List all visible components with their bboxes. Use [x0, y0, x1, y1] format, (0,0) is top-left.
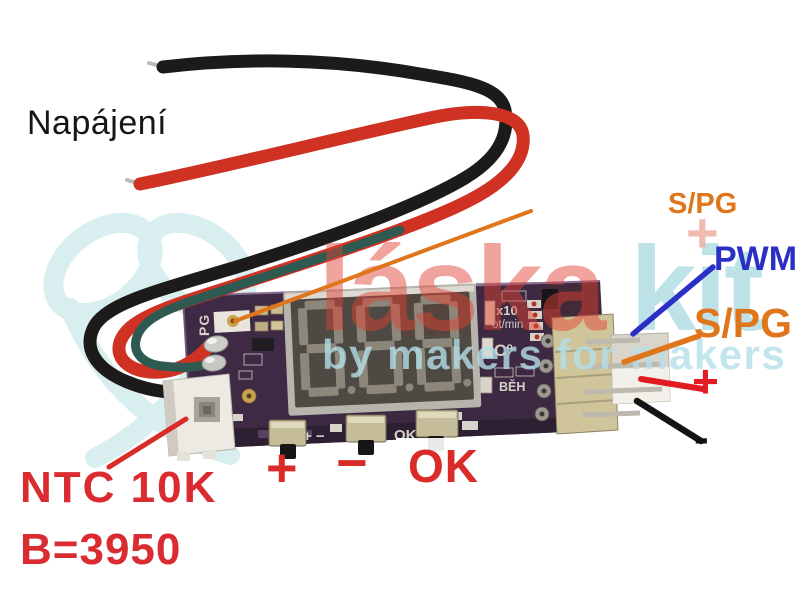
spg-top-pointer-line [233, 209, 533, 323]
button-minus [345, 414, 387, 455]
fan-pin-pwm-label: PWM [714, 240, 798, 278]
fan-pin-spg-label: S/PG [694, 300, 792, 346]
spg-pointer-line [621, 333, 702, 365]
ntc-pointer-line [106, 416, 189, 470]
red-wire [112, 105, 530, 379]
fan-pin-plus-label: + [692, 355, 719, 407]
wire-solder-joints [201, 335, 229, 372]
ic-chip [542, 289, 558, 309]
ok-button-label: OK [408, 440, 479, 492]
fan-pin-minus-label: - [694, 413, 709, 462]
power-supply-label: Napájení [27, 104, 168, 142]
silkscreen-labels: PG x10 ot/min C° BĚH + − OK [196, 303, 525, 445]
minus-button-label: − [336, 433, 368, 493]
ntc-connector [162, 373, 236, 461]
laskakit-watermark: láska kit + by makers for makers [318, 201, 786, 378]
plus-pointer-line [638, 376, 706, 392]
fan-pin-spg-top-label: S/PG [668, 188, 738, 220]
silkscreen-beh: BĚH [499, 379, 525, 394]
black-wire [83, 54, 513, 399]
seven-segment-display [283, 283, 482, 416]
watermark-tagline: by makers for makers [322, 331, 786, 378]
ntc-type-label: NTC 10K [20, 463, 218, 512]
fan-connector [551, 313, 671, 435]
button-plus [268, 419, 307, 459]
led-pads [527, 300, 544, 341]
smd-components-left [233, 304, 310, 421]
teal-wire [131, 225, 405, 372]
silkscreen-celsius: C° [494, 341, 513, 360]
minus-pointer-line [633, 397, 705, 445]
display-digits [297, 294, 472, 398]
silkscreen-otmin: ot/min [492, 319, 523, 331]
annotation-lines [106, 209, 716, 470]
ok-label-background [396, 438, 482, 496]
plus-button-label: + [266, 438, 298, 498]
ntc-beta-label: B=3950 [20, 525, 182, 574]
silkscreen-plus-minus: + − [303, 428, 325, 445]
silkscreen-x10: x10 [496, 303, 518, 318]
pwm-pointer-line [630, 264, 716, 337]
power-wires [83, 54, 530, 399]
silkscreen-pg: PG [196, 314, 212, 336]
watermark-plus-icon: + [686, 201, 719, 264]
smd-components-right [479, 289, 558, 422]
watermark-brand-red: láska [318, 222, 608, 356]
